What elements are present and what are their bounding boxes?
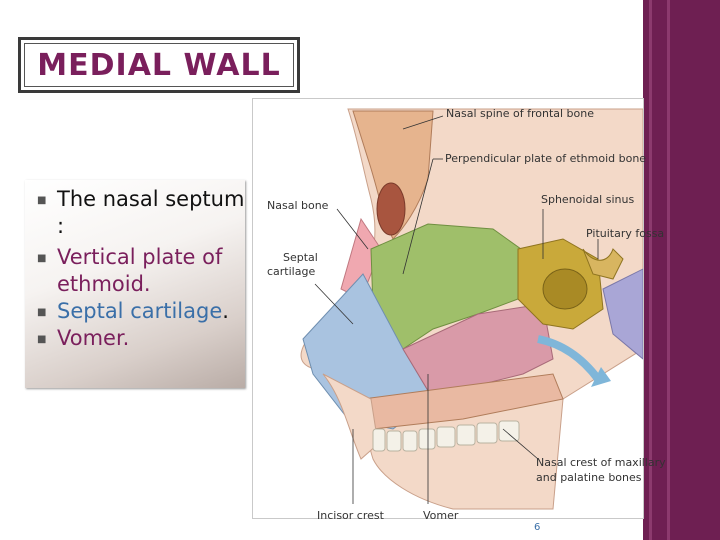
airflow-arrowhead-icon: [591, 367, 611, 387]
teeth: [372, 420, 520, 452]
decorative-side-band: [643, 0, 720, 540]
label-nasal-bone: Nasal bone: [267, 199, 329, 212]
bullet-panel: ■ The nasal septum : ■ Vertical plate of…: [25, 180, 245, 388]
bullet-text-end: .: [222, 299, 229, 323]
band-stripe: [649, 0, 652, 540]
bullet-text: Vertical plate of ethmoid.: [57, 245, 223, 296]
label-sphenoidal-sinus: Sphenoidal sinus: [541, 193, 635, 206]
bullet-text-highlight: Septal cartilage: [57, 299, 223, 323]
bullet-item: ■ Vomer.: [25, 325, 245, 352]
bullet-marker-icon: ■: [37, 253, 47, 264]
bullet-text: The nasal septum :: [57, 187, 245, 238]
anatomy-figure: Nasal spine of frontal bone Perpendicula…: [252, 98, 666, 522]
leader-lines: [314, 115, 599, 504]
band-stripe: [667, 0, 670, 540]
label-nasal-spine: Nasal spine of frontal bone: [446, 107, 595, 120]
bullet-marker-icon: ■: [37, 195, 47, 206]
label-nasal-crest-1: Nasal crest of maxillary: [536, 456, 666, 469]
label-pituitary-fossa: Pituitary fossa: [586, 227, 665, 240]
bullet-marker-icon: ■: [37, 334, 47, 345]
bullet-item: ■ Vertical plate of ethmoid.: [25, 244, 245, 298]
bullet-item: ■ The nasal septum :: [25, 186, 245, 240]
bullet-text: Vomer.: [57, 326, 130, 350]
label-incisor-crest: Incisor crest: [317, 509, 384, 522]
bullet-item: ■ Septal cartilage.: [25, 298, 245, 325]
pituitary-fossa: [582, 248, 624, 280]
upper-lip: [322, 373, 379, 460]
page-number: 6: [534, 522, 541, 533]
nasal-septum-illustration: [300, 108, 643, 510]
label-septal: Septal: [283, 251, 318, 264]
slide-title: MEDIAL WALL: [37, 48, 281, 83]
airflow-arrow-icon: [537, 335, 602, 382]
title-frame: MEDIAL WALL: [18, 37, 300, 93]
frontal-sinus: [376, 182, 406, 236]
label-vomer: Vomer: [423, 509, 459, 522]
label-cartilage: cartilage: [267, 265, 316, 278]
label-perpendicular-plate: Perpendicular plate of ethmoid bone: [445, 152, 647, 165]
label-nasal-crest-2: and palatine bones: [536, 471, 642, 484]
bullet-marker-icon: ■: [37, 307, 47, 318]
bullet-list: ■ The nasal septum : ■ Vertical plate of…: [25, 180, 245, 352]
clivus: [602, 268, 643, 360]
sphenoidal-sinus: [542, 268, 588, 310]
